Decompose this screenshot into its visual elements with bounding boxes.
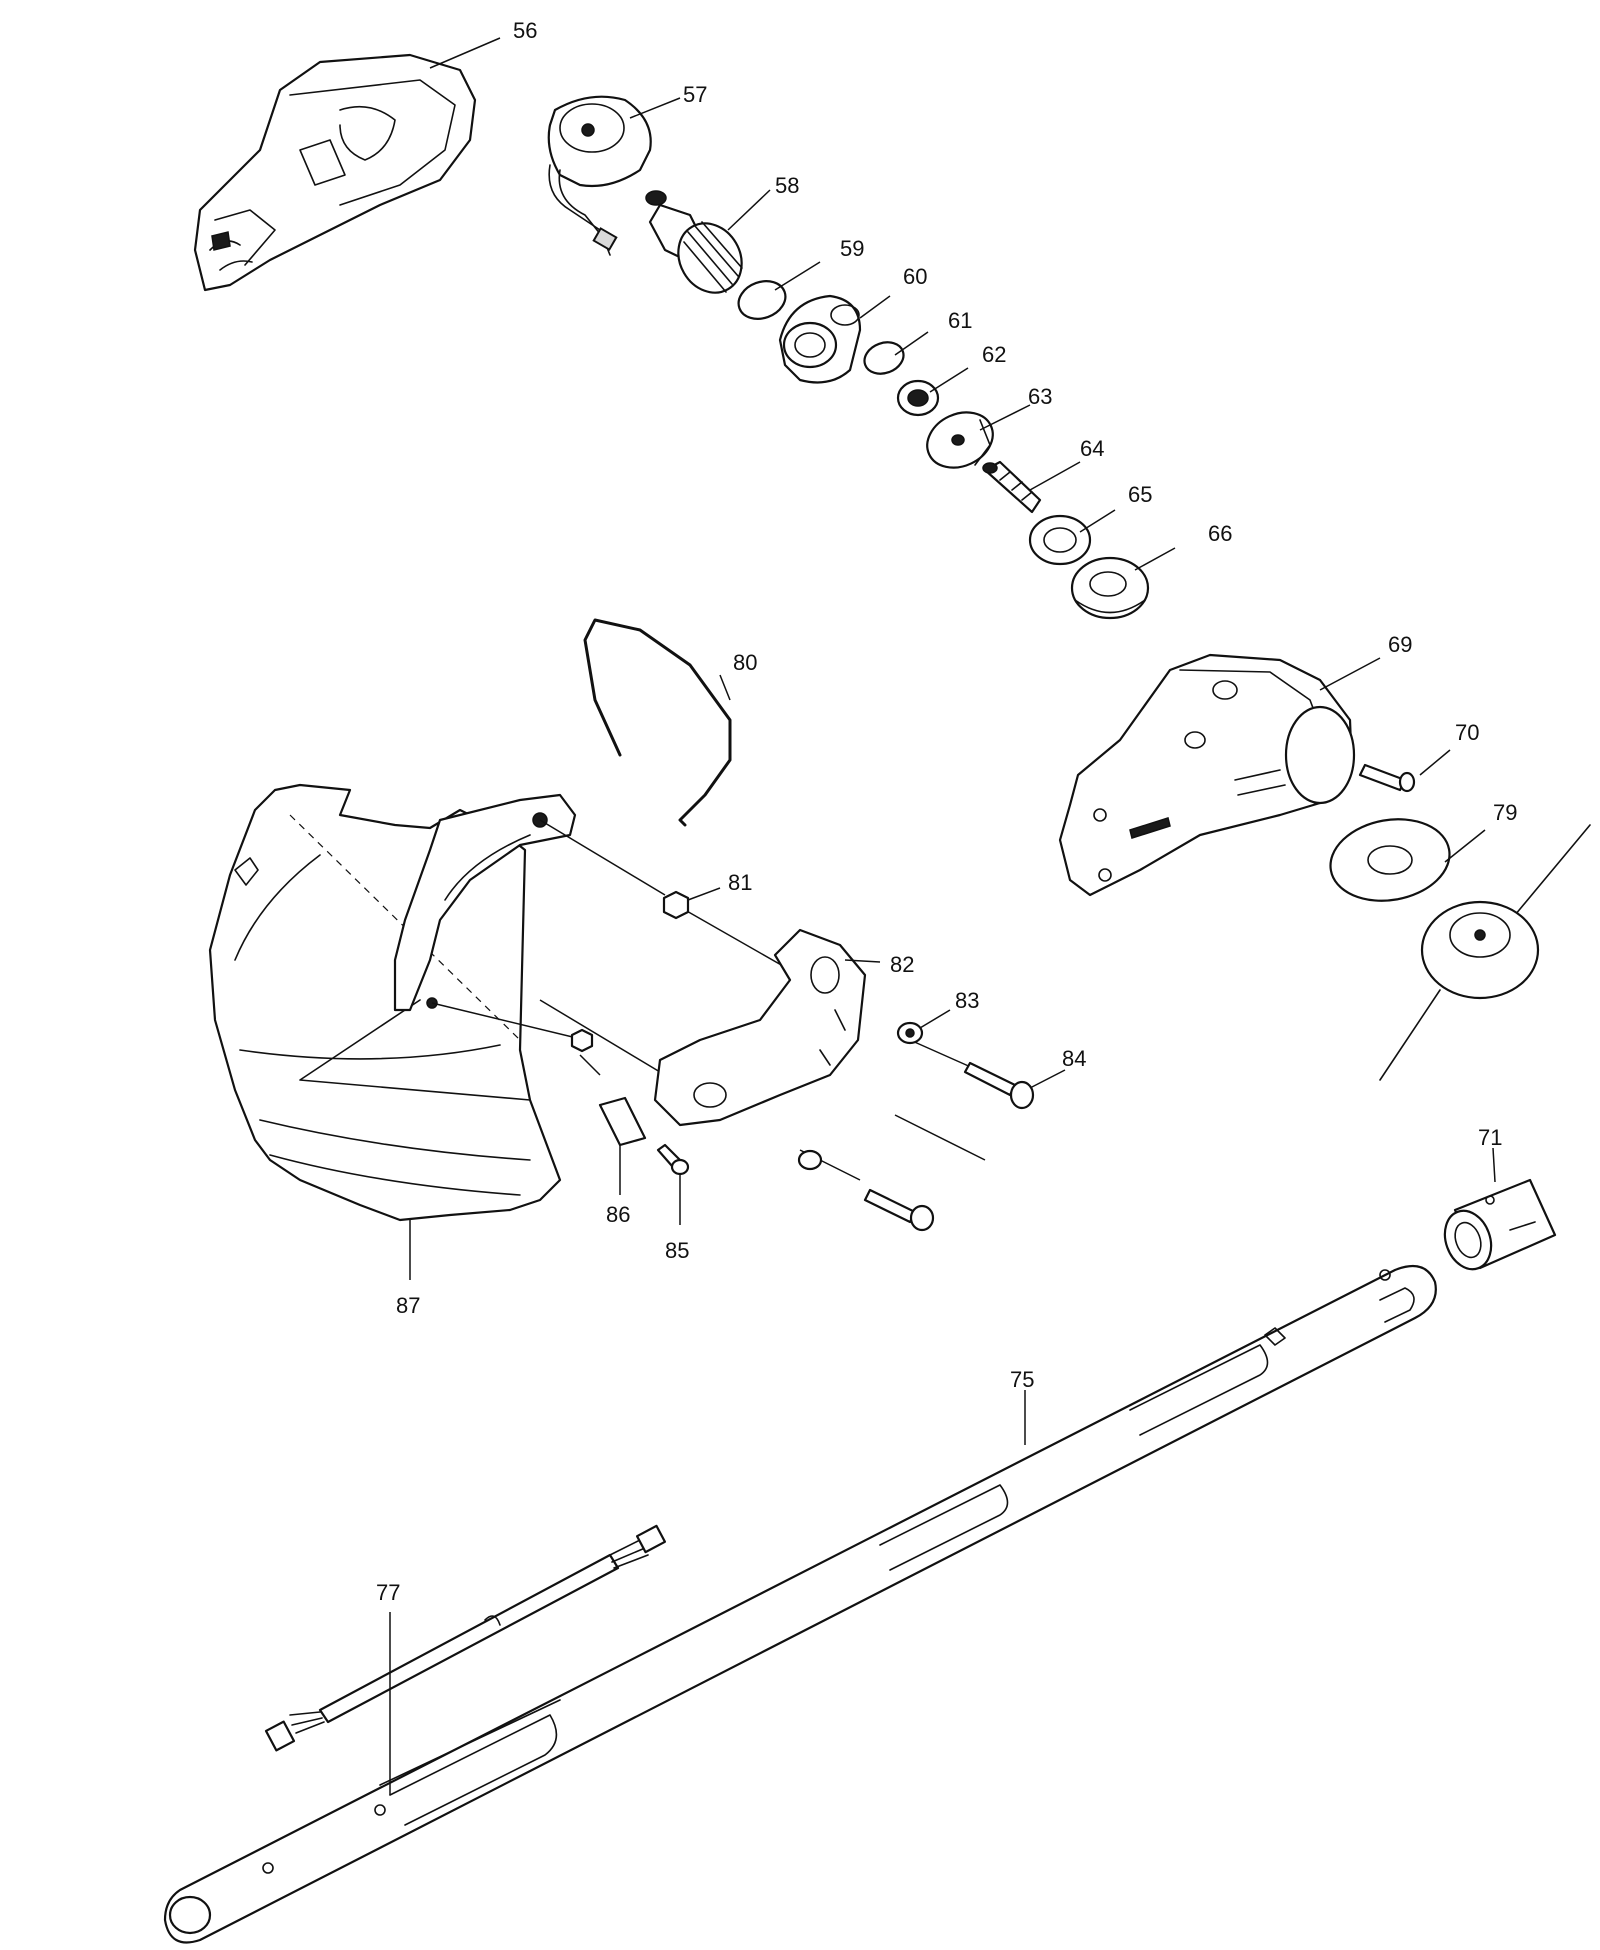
- trimmer-spool-head: [1379, 824, 1591, 1081]
- part-59-o-ring: [737, 280, 787, 320]
- washer-icon: [797, 1149, 823, 1171]
- part-62-bearing: [896, 379, 940, 417]
- callout-69: 69: [1388, 632, 1412, 657]
- part-82-clamp: [653, 928, 867, 1127]
- callout-66: 66: [1208, 521, 1232, 546]
- part-61-o-ring: [863, 341, 905, 375]
- part-75-shaft: [163, 1264, 1437, 1944]
- callout-60: 60: [903, 264, 927, 289]
- callout-75: 75: [1010, 1367, 1034, 1392]
- part-69-gear-head: [1058, 653, 1356, 897]
- part-80-wire-guard: [583, 618, 732, 827]
- callout-79: 79: [1493, 800, 1517, 825]
- part-79-washer: [1329, 818, 1451, 902]
- part-66-cover: [1070, 556, 1150, 620]
- callout-85: 85: [665, 1238, 689, 1263]
- part-64-spindle: [982, 460, 1042, 514]
- part-70-screw: [1358, 763, 1416, 793]
- callout-87: 87: [396, 1293, 420, 1318]
- callout-56: 56: [513, 18, 537, 43]
- callout-71: 71: [1478, 1125, 1502, 1150]
- callout-63: 63: [1028, 384, 1052, 409]
- part-56-motor-housing: [193, 53, 477, 292]
- callout-59: 59: [840, 236, 864, 261]
- callout-80: 80: [733, 650, 757, 675]
- bolt-icon: [863, 1188, 935, 1232]
- callout-65: 65: [1128, 482, 1152, 507]
- part-83-washer: [896, 1021, 924, 1045]
- callout-70: 70: [1455, 720, 1479, 745]
- part-77-harness: [264, 1524, 667, 1752]
- part-84-bolt: [963, 1061, 1035, 1110]
- callout-86: 86: [606, 1202, 630, 1227]
- part-86-pad: [598, 1096, 647, 1147]
- callout-82: 82: [890, 952, 914, 977]
- part-60-bearing-housing: [778, 294, 862, 384]
- callout-62: 62: [982, 342, 1006, 367]
- part-65-bearing: [1028, 514, 1092, 566]
- part-63-gear: [926, 411, 994, 469]
- callout-84: 84: [1062, 1046, 1086, 1071]
- callout-77: 77: [376, 1580, 400, 1605]
- callout-58: 58: [775, 173, 799, 198]
- callout-61: 61: [948, 308, 972, 333]
- nut-icon: [570, 1028, 594, 1053]
- callout-64: 64: [1080, 436, 1104, 461]
- callout-81: 81: [728, 870, 752, 895]
- callout-83: 83: [955, 988, 979, 1013]
- part-71-coupler: [1443, 1178, 1557, 1271]
- part-57-stator: [547, 95, 652, 256]
- callout-57: 57: [683, 82, 707, 107]
- part-85-screw: [656, 1143, 690, 1176]
- part-58-rotor: [645, 190, 743, 294]
- part-81-nut: [662, 890, 690, 920]
